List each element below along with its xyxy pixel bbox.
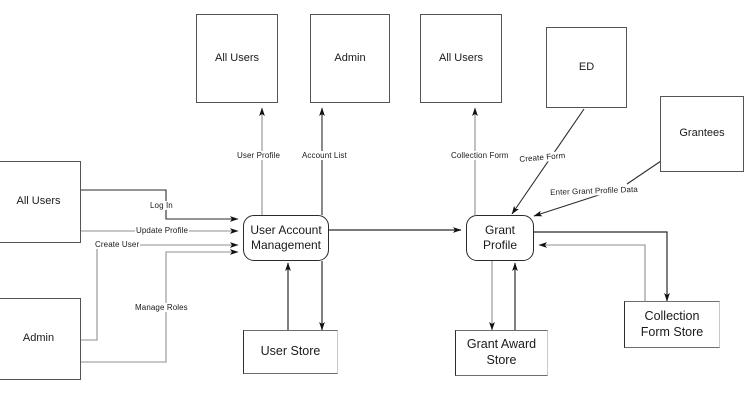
datastore-label: Collection Form Store [640, 308, 704, 339]
datastore-label: User Store [260, 344, 321, 359]
entity-label: ED [578, 60, 595, 73]
process-label: User Account Management [250, 223, 322, 252]
flow-label-manage-roles: Manage Roles [134, 303, 189, 312]
entity-admin-top[interactable]: Admin [310, 14, 390, 103]
entity-label: All Users [214, 51, 259, 64]
process-label: Grant Profile [482, 223, 517, 252]
flow-label-create-user: Create User [94, 240, 141, 249]
process-grant-profile[interactable]: Grant Profile [466, 215, 534, 261]
flow-line-collection-form-store-to-grant-profile [538, 242, 646, 301]
flow-line-grant-profile-to-collection-form-store [534, 231, 670, 302]
entity-label: Grantees [679, 127, 725, 140]
datastore-grant-award-store[interactable]: Grant Award Store [455, 330, 548, 376]
flow-label-account-list: Account List [301, 151, 348, 160]
flow-label-collection-form: Collection Form [450, 151, 510, 160]
entity-label: Admin [334, 51, 366, 64]
entity-all-users-top-left[interactable]: All Users [196, 14, 278, 103]
flow-line-create-form [511, 108, 585, 215]
datastore-collection-form-store[interactable]: Collection Form Store [624, 301, 720, 348]
entity-label: Admin [22, 332, 55, 345]
entity-label: All Users [438, 51, 483, 64]
flow-label-log-in: Log In [149, 201, 174, 210]
entity-admin-left[interactable]: Admin [0, 298, 81, 380]
datastore-label: Grant Award Store [466, 337, 537, 367]
entity-ed[interactable]: ED [546, 27, 627, 108]
entity-all-users-left[interactable]: All Users [0, 161, 81, 243]
flow-label-user-profile: User Profile [236, 151, 281, 160]
entity-label: All Users [16, 195, 61, 208]
flow-label-update-profile: Update Profile [135, 226, 190, 235]
entity-grantees[interactable]: Grantees [660, 96, 744, 172]
flow-line-enter-grant-profile-data-upper [626, 160, 662, 185]
flow-line-enter-grant-profile-data-lower [533, 191, 609, 217]
entity-all-users-top-right[interactable]: All Users [420, 14, 502, 103]
flow-line-create-user [81, 242, 239, 341]
datastore-user-store[interactable]: User Store [243, 330, 338, 374]
process-user-account-management[interactable]: User Account Management [243, 215, 329, 261]
